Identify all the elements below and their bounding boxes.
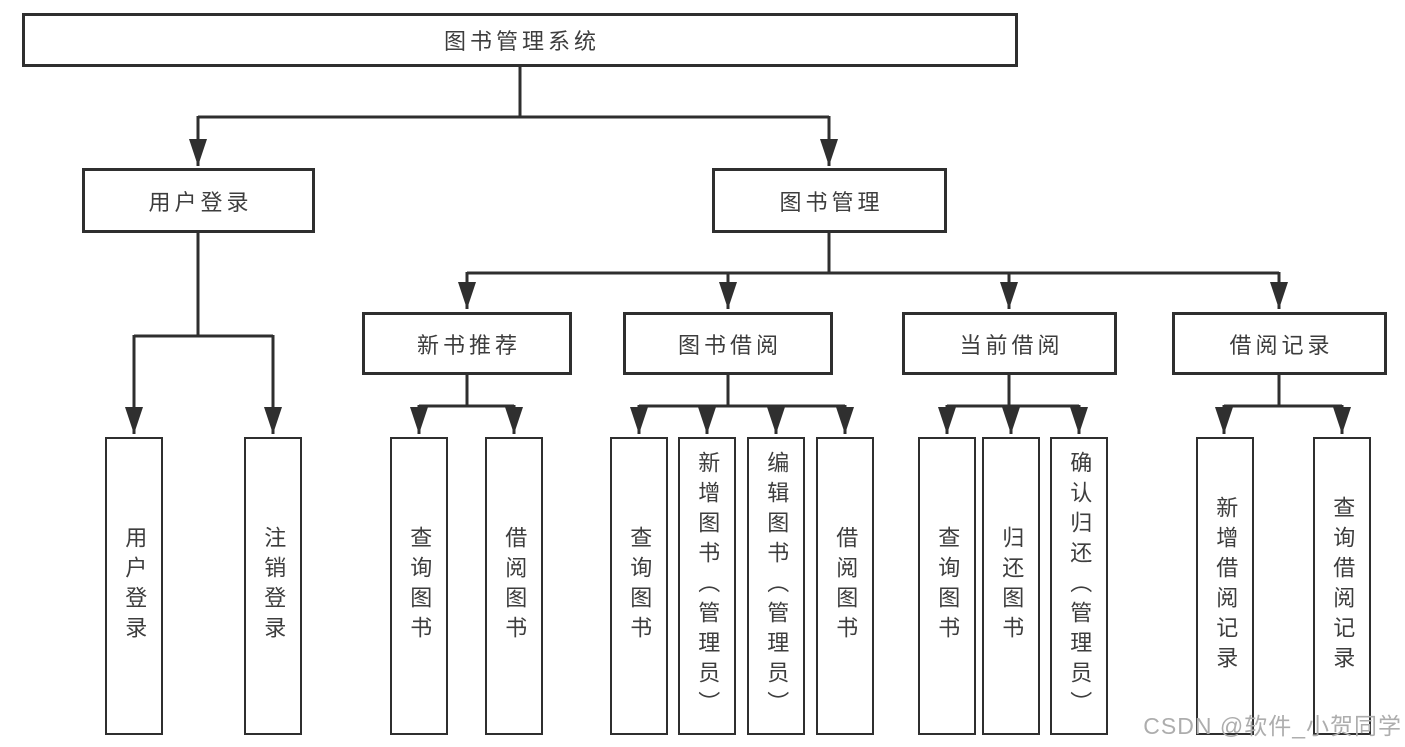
node-label: 查询图书 xyxy=(407,526,433,646)
node-label: 注销登录 xyxy=(261,526,287,646)
node-confirm-return-admin: 确认归还（管理员） xyxy=(1050,437,1108,735)
node-book-management: 图书管理 xyxy=(712,168,947,233)
node-user-login: 用户登录 xyxy=(82,168,315,233)
node-label: 借阅图书 xyxy=(502,526,528,646)
connector-borrowrecord-to-leaves xyxy=(1215,375,1351,434)
node-query-books-newbook: 查询图书 xyxy=(390,437,448,735)
node-label: 借阅图书 xyxy=(833,526,859,646)
node-label: 编辑图书（管理员） xyxy=(764,451,790,721)
node-query-books-current: 查询图书 xyxy=(918,437,976,735)
node-book-borrowing: 图书借阅 xyxy=(623,312,833,375)
node-label: 查询图书 xyxy=(935,526,961,646)
node-label: 图书借阅 xyxy=(677,332,782,358)
node-login: 用户登录 xyxy=(105,437,163,735)
node-label: 图书管理 xyxy=(779,189,884,215)
node-query-borrow-record: 查询借阅记录 xyxy=(1313,437,1371,735)
node-label: 当前借阅 xyxy=(959,332,1064,358)
node-borrow-books-newbook: 借阅图书 xyxy=(485,437,543,735)
node-current-borrowing: 当前借阅 xyxy=(902,312,1117,375)
node-new-book-recommend: 新书推荐 xyxy=(362,312,572,375)
node-query-books-borrow: 查询图书 xyxy=(610,437,668,735)
connector-currentborrow-to-leaves xyxy=(938,375,1088,434)
node-label: 查询借阅记录 xyxy=(1330,496,1356,676)
node-label: 用户登录 xyxy=(122,526,148,646)
node-label: 新增图书（管理员） xyxy=(695,451,721,721)
node-label: 新增借阅记录 xyxy=(1213,496,1239,676)
connector-newbook-to-leaves xyxy=(410,375,523,434)
node-root: 图书管理系统 xyxy=(22,13,1018,67)
node-label: 图书管理系统 xyxy=(443,29,600,54)
node-label: 借阅记录 xyxy=(1229,332,1334,358)
node-edit-book-admin: 编辑图书（管理员） xyxy=(747,437,805,735)
node-label: 归还图书 xyxy=(999,526,1025,646)
node-label: 确认归还（管理员） xyxy=(1067,451,1093,721)
node-label: 查询图书 xyxy=(627,526,653,646)
node-label: 新书推荐 xyxy=(416,332,521,358)
csdn-watermark: CSDN @软件_小贺同学 xyxy=(1143,713,1402,739)
connector-bookborrow-to-leaves xyxy=(630,375,854,434)
connector-login-to-leaves xyxy=(125,233,282,434)
node-borrow-books-borrow: 借阅图书 xyxy=(816,437,874,735)
connector-bookmgmt-to-level3 xyxy=(458,233,1288,309)
node-add-borrow-record: 新增借阅记录 xyxy=(1196,437,1254,735)
connector-root-to-level2 xyxy=(189,65,838,166)
node-label: 用户登录 xyxy=(148,189,253,215)
node-return-books: 归还图书 xyxy=(982,437,1040,735)
node-add-book-admin: 新增图书（管理员） xyxy=(678,437,736,735)
node-borrowing-records: 借阅记录 xyxy=(1172,312,1387,375)
node-logout: 注销登录 xyxy=(244,437,302,735)
